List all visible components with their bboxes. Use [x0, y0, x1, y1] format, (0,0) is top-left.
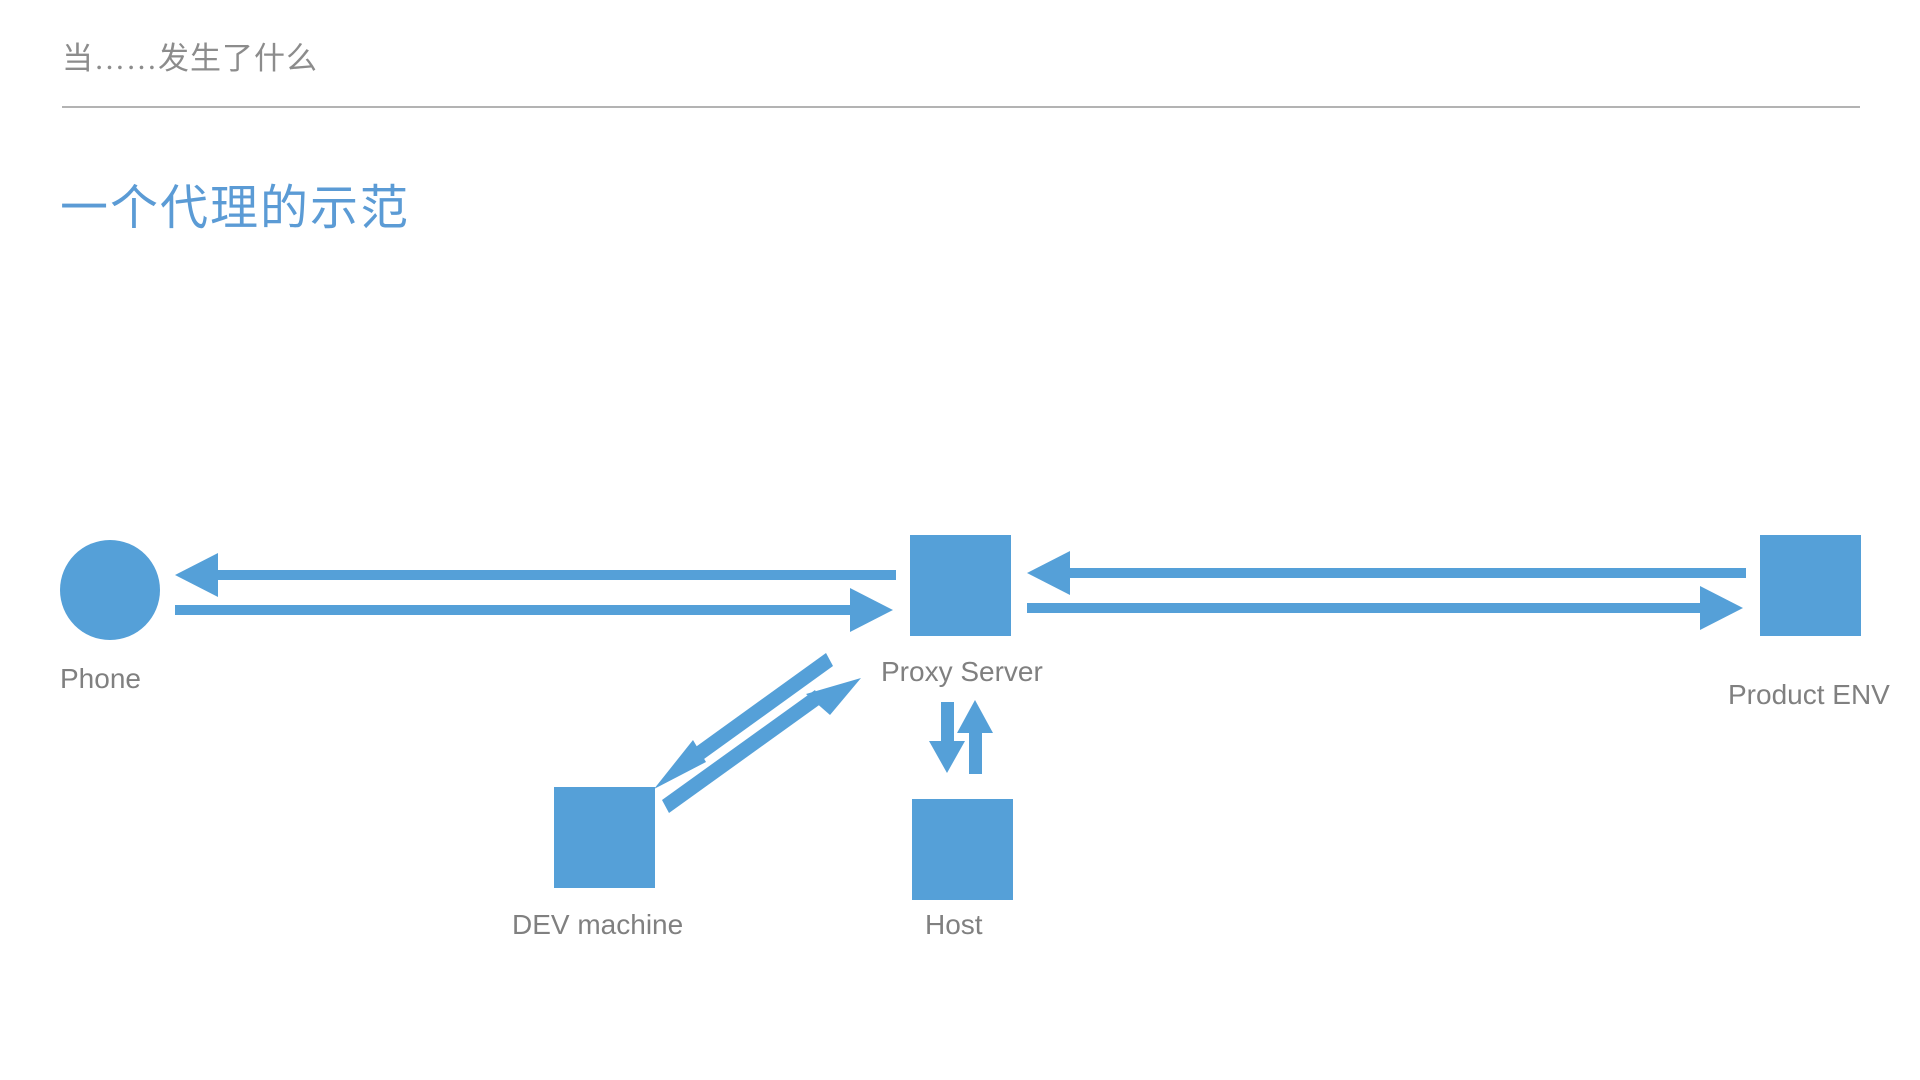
node-label-phone: Phone [60, 663, 141, 694]
connector-dev-machine-to-proxy [662, 678, 861, 813]
node-label-host: Host [925, 909, 983, 940]
connector-proxy-to-host [929, 702, 965, 773]
connector-phone-to-proxy [175, 588, 893, 632]
node-host-square[interactable] [912, 799, 1013, 900]
connector-host-to-proxy [957, 700, 993, 774]
node-dev-machine-square[interactable] [554, 787, 655, 888]
connector-product-env-to-proxy [1027, 551, 1746, 595]
node-label-product-env: Product ENV [1728, 679, 1890, 710]
node-product-env-square[interactable] [1760, 535, 1861, 636]
node-phone-circle[interactable] [60, 540, 160, 640]
connector-proxy-to-phone [175, 553, 896, 597]
node-label-dev-machine: DEV machine [512, 909, 684, 940]
slide-header-eyebrow: 当……发生了什么 [62, 41, 318, 76]
connector-proxy-to-product-env [1027, 586, 1743, 630]
node-proxy-server-square[interactable] [910, 535, 1011, 636]
header-divider-rule [62, 106, 1860, 108]
node-label-proxy-server: Proxy Server [881, 656, 1043, 687]
page-title: 一个代理的示范 [60, 182, 411, 235]
connector-proxy-to-dev-machine [654, 653, 833, 789]
